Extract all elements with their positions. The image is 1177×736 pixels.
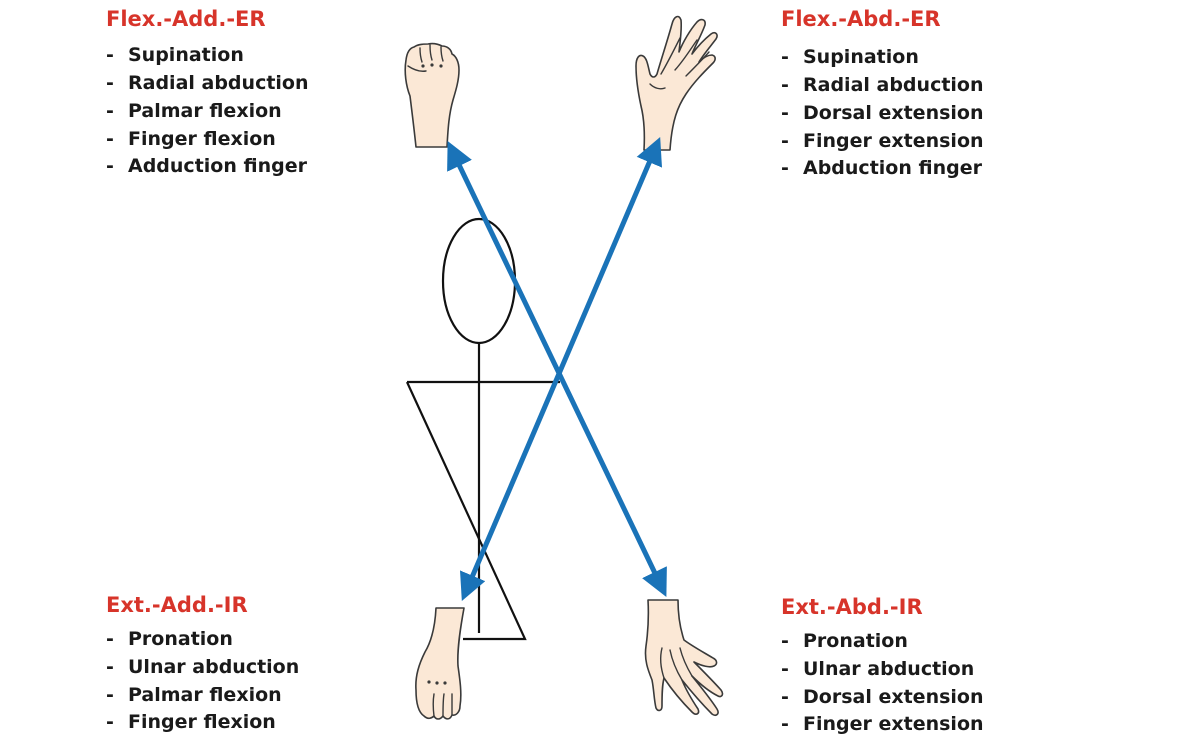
pattern-flex-add-er: Flex.-Add.-ER - Supination - Radial abdu…	[106, 7, 309, 177]
list-dash: -	[781, 157, 789, 179]
list-item: Radial abduction	[803, 74, 984, 96]
list-dash: -	[106, 684, 114, 706]
figure-head	[441, 217, 517, 345]
closed-fist-icon	[404, 42, 460, 148]
list-dash: -	[106, 72, 114, 94]
movement-diagonals	[447, 136, 667, 602]
pattern-title: Ext.-Abd.-IR	[781, 595, 923, 619]
hanging-hand-icon	[415, 607, 465, 720]
list-item: Finger extension	[803, 713, 984, 735]
list-item: Supination	[128, 44, 244, 66]
list-dash: -	[781, 686, 789, 708]
open-hand-down-icon	[644, 599, 724, 716]
list-dash: -	[106, 656, 114, 678]
list-item: Pronation	[803, 630, 908, 652]
list-dash: -	[106, 711, 114, 733]
list-dash: -	[106, 628, 114, 650]
list-item: Palmar flexion	[128, 100, 282, 122]
list-dash: -	[781, 630, 789, 652]
list-item: Adduction finger	[128, 155, 308, 177]
knuckle-mark	[439, 64, 443, 68]
list-dash: -	[781, 658, 789, 680]
pattern-item-list: - Supination - Radial abduction - Dorsal…	[781, 46, 984, 179]
list-dash: -	[106, 155, 114, 177]
pattern-title: Ext.-Add.-IR	[106, 593, 248, 617]
list-item: Finger flexion	[128, 711, 276, 733]
list-item: Pronation	[128, 628, 233, 650]
list-dash: -	[781, 74, 789, 96]
pattern-item-list: - Pronation - Ulnar abduction - Palmar f…	[106, 628, 299, 733]
knuckle-mark	[427, 680, 431, 684]
list-item: Finger flexion	[128, 128, 276, 150]
list-item: Palmar flexion	[128, 684, 282, 706]
open-hand-icon	[635, 15, 718, 151]
list-item: Finger extension	[803, 130, 984, 152]
pattern-title: Flex.-Abd.-ER	[781, 7, 941, 31]
list-item: Ulnar abduction	[128, 656, 299, 678]
pattern-item-list: - Supination - Radial abduction - Palmar…	[106, 44, 309, 177]
knuckle-mark	[435, 681, 439, 685]
list-item: Dorsal extension	[803, 102, 984, 124]
diagonal-arrow-flex-abd-to-ext-add	[460, 136, 662, 602]
pattern-ext-abd-ir: Ext.-Abd.-IR - Pronation - Ulnar abducti…	[781, 595, 984, 735]
diagonal-arrow-flex-add-to-ext-abd	[447, 141, 667, 597]
list-dash: -	[781, 130, 789, 152]
list-dash: -	[781, 46, 789, 68]
pattern-title: Flex.-Add.-ER	[106, 7, 266, 31]
knuckle-mark	[443, 681, 447, 685]
knuckle-mark	[430, 63, 434, 67]
pattern-flex-abd-er: Flex.-Abd.-ER - Supination - Radial abdu…	[781, 7, 984, 179]
list-item: Abduction finger	[803, 157, 983, 179]
list-item: Ulnar abduction	[803, 658, 974, 680]
pattern-ext-add-ir: Ext.-Add.-IR - Pronation - Ulnar abducti…	[106, 593, 299, 733]
pattern-item-list: - Pronation - Ulnar abduction - Dorsal e…	[781, 630, 984, 735]
list-dash: -	[781, 102, 789, 124]
list-item: Dorsal extension	[803, 686, 984, 708]
list-dash: -	[106, 100, 114, 122]
knuckle-mark	[421, 64, 425, 68]
list-dash: -	[106, 44, 114, 66]
figure-arm-cone	[406, 381, 527, 641]
list-item: Supination	[803, 46, 919, 68]
list-item: Radial abduction	[128, 72, 309, 94]
list-dash: -	[781, 713, 789, 735]
list-dash: -	[106, 128, 114, 150]
